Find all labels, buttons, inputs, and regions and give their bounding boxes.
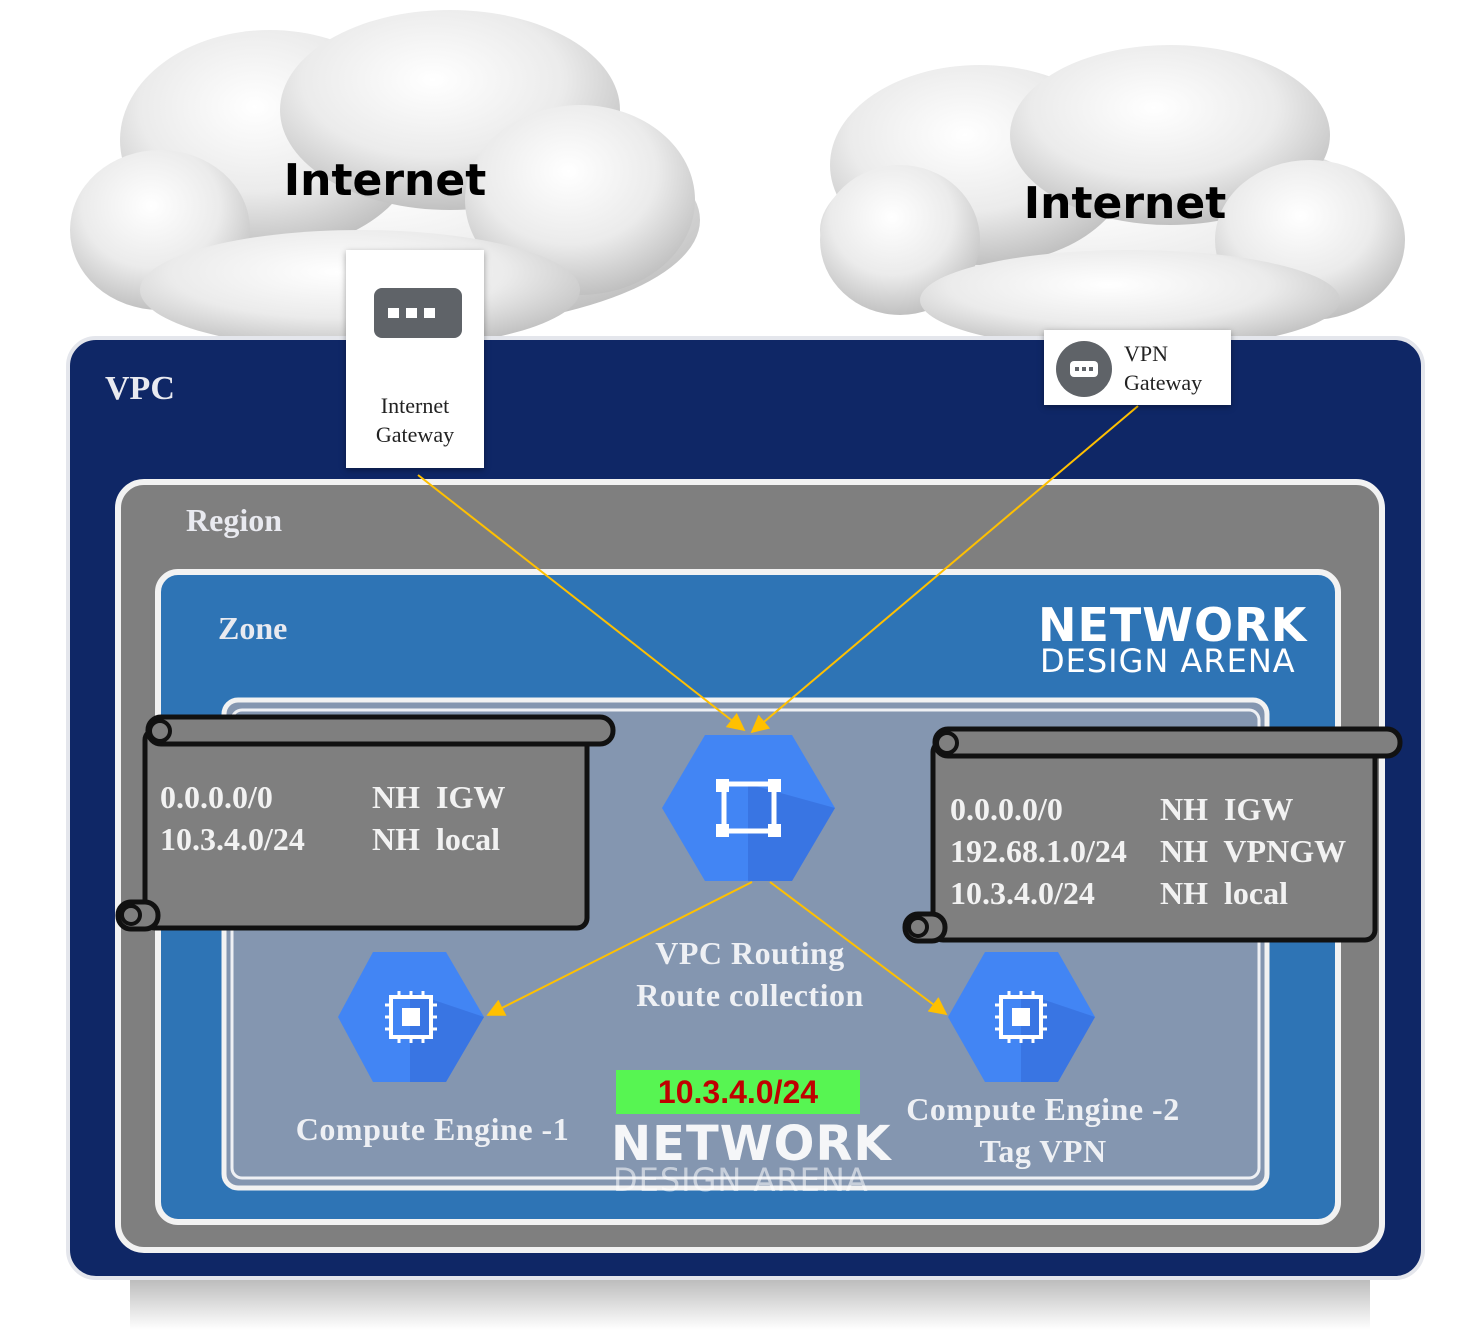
route-right-nh-3: NH local <box>1160 875 1288 911</box>
subnet-inner-border <box>230 708 1261 1180</box>
gateway-icon <box>1056 341 1112 397</box>
brand-logo-top-sub: DESIGN ARENA <box>1040 642 1296 680</box>
vpc-routing-icon[interactable] <box>662 735 835 881</box>
internet-gateway-line1: Internet <box>380 393 450 418</box>
route-table-left: 0.0.0.0/0 NH IGW 10.3.4.0/24 NH local <box>115 714 616 932</box>
vpn-gateway-line2: Gateway <box>1124 370 1203 395</box>
route-right-dest-2: 192.68.1.0/24 <box>950 833 1127 869</box>
vpc-routing-label: VPC Routing Route collection <box>620 932 880 1016</box>
route-left-nh-2: NH local <box>372 821 500 857</box>
internet-gateway-line2: Gateway <box>375 422 455 447</box>
arrow-router-to-compute2 <box>769 881 948 1016</box>
compute-engine-2-line2: Tag VPN <box>979 1133 1107 1169</box>
cloud-left-title: Internet <box>283 155 487 206</box>
route-left-dest-2: 10.3.4.0/24 <box>160 821 305 857</box>
brand-logo-top: NETWORK <box>1038 598 1308 652</box>
route-table-right: 0.0.0.0/0 NH IGW 192.68.1.0/24 NH VPNGW … <box>902 726 1403 944</box>
vpn-gateway-line1: VPN <box>1124 341 1169 366</box>
floor-shadow <box>130 1280 1370 1330</box>
arrow-vpngw-to-router <box>750 405 1139 734</box>
route-right-dest-1: 0.0.0.0/0 <box>950 791 1063 827</box>
brand-logo-bottom-sub: DESIGN ARENA <box>613 1161 869 1199</box>
compute-engine-2-icon[interactable] <box>948 952 1095 1082</box>
subnet-cidr-badge: 10.3.4.0/24 <box>616 1070 860 1114</box>
compute-engine-1-label: Compute Engine -1 <box>295 1111 570 1147</box>
route-left-dest-1: 0.0.0.0/0 <box>160 779 273 815</box>
vpc-routing-line2: Route collection <box>636 977 864 1013</box>
region-label: Region <box>186 502 282 538</box>
cloud-right-title: Internet <box>1023 178 1227 229</box>
cloud-right <box>820 45 1405 350</box>
arrow-igw-to-router <box>417 474 746 732</box>
gateway-icon <box>374 288 462 338</box>
vpc-label: VPC <box>105 370 175 407</box>
route-right-nh-1: NH IGW <box>1160 791 1293 827</box>
route-left-nh-1: NH IGW <box>372 779 505 815</box>
zone-label: Zone <box>218 610 288 646</box>
route-right-nh-2: NH VPNGW <box>1160 833 1346 869</box>
brand-logo-bottom: NETWORK <box>611 1116 892 1172</box>
compute-engine-2-label: Compute Engine -2 Tag VPN <box>892 1088 1194 1172</box>
compute-engine-1-icon[interactable] <box>338 952 484 1082</box>
vpc-routing-line1: VPC Routing <box>655 935 845 971</box>
internet-gateway[interactable]: Internet Gateway <box>346 250 484 468</box>
compute-engine-2-line1: Compute Engine -2 <box>906 1091 1180 1127</box>
vpn-gateway[interactable]: VPN Gateway <box>1044 330 1231 405</box>
arrow-router-to-compute1 <box>486 881 753 1016</box>
route-right-dest-3: 10.3.4.0/24 <box>950 875 1095 911</box>
